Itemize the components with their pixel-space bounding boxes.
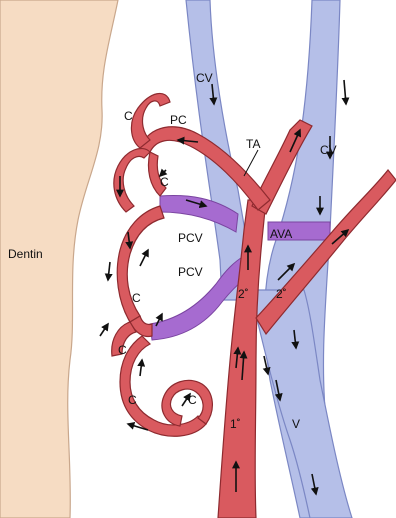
dentin-label: Dentin bbox=[8, 247, 43, 261]
cv-label-top: CV bbox=[196, 71, 213, 85]
capillary-label: C bbox=[118, 343, 127, 357]
pc-label: PC bbox=[170, 113, 187, 127]
ta-label: TA bbox=[246, 137, 260, 151]
venule-label: V bbox=[292, 417, 300, 431]
secondary-label-left: 2˚ bbox=[238, 287, 249, 301]
capillary-label: C bbox=[128, 393, 137, 407]
secondary-label-right: 2˚ bbox=[276, 287, 287, 301]
ta-pointer bbox=[244, 150, 258, 176]
capillary-label: C bbox=[132, 291, 141, 305]
capillary-label: C bbox=[188, 393, 197, 407]
cv-label-right: CV bbox=[320, 143, 337, 157]
pcv-label-upper: PCV bbox=[178, 231, 203, 245]
pcv-label-lower: PCV bbox=[178, 265, 203, 279]
capillary-label: C bbox=[124, 109, 133, 123]
ava-label: AVA bbox=[270, 227, 292, 241]
capillary-label: C bbox=[160, 175, 169, 189]
primary-label: 1˚ bbox=[230, 417, 241, 431]
